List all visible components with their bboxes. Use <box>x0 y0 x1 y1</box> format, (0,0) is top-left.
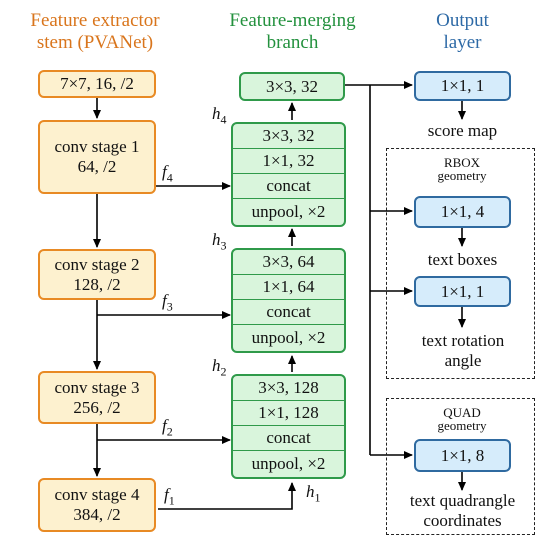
label-f1: f1 <box>164 485 175 508</box>
arrow-f1 <box>158 482 296 510</box>
merge-top-box: 3×3, 32 <box>239 72 345 101</box>
stem-stage4-box: conv stage 4 384, /2 <box>38 478 156 532</box>
merge-h4-concat: concat <box>233 174 344 199</box>
output-quad-box: 1×1, 8 <box>414 439 511 472</box>
stem-stage3-box: conv stage 3 256, /2 <box>38 371 156 424</box>
merge-h4-conv3: 3×3, 32 <box>233 124 344 149</box>
rbox-group <box>386 148 535 379</box>
merge-stage-h4: 3×3, 32 1×1, 32 concat unpool, ×2 <box>231 122 346 227</box>
merge-h2-concat: concat <box>233 426 344 451</box>
label-h1: h1 <box>306 482 321 505</box>
title-feature-extractor: Feature extractor stem (PVANet) <box>30 10 160 53</box>
stem-stage1-box: conv stage 1 64, /2 <box>38 120 156 194</box>
merge-h3-conv1: 1×1, 64 <box>233 275 344 300</box>
title-output-layer: Output layer <box>436 10 489 53</box>
merge-h4-conv1: 1×1, 32 <box>233 149 344 174</box>
label-h4: h4 <box>212 104 227 127</box>
merge-h3-concat: concat <box>233 300 344 325</box>
text-boxes-label: text boxes <box>427 250 498 269</box>
output-score-box: 1×1, 1 <box>414 71 511 101</box>
stem-input-box: 7×7, 16, /2 <box>38 70 156 98</box>
merge-h2-conv1: 1×1, 128 <box>233 401 344 426</box>
merge-stage-h2: 3×3, 128 1×1, 128 concat unpool, ×2 <box>231 374 346 479</box>
label-h3: h3 <box>212 230 227 253</box>
rbox-geometry-title: RBOX geometry <box>437 155 487 183</box>
merge-h2-conv3: 3×3, 128 <box>233 376 344 401</box>
merge-h4-unpool: unpool, ×2 <box>251 201 326 221</box>
label-h2: h2 <box>212 356 227 379</box>
stem-stage2-box: conv stage 2 128, /2 <box>38 249 156 300</box>
label-f2: f2 <box>162 416 173 439</box>
output-angle-box: 1×1, 1 <box>414 276 511 307</box>
merge-h3-unpool: unpool, ×2 <box>251 327 326 347</box>
score-map-label: score map <box>427 121 498 140</box>
title-feature-merging: Feature-merging branch <box>229 10 356 53</box>
quad-geometry-title: QUAD geometry <box>437 405 487 433</box>
label-f4: f4 <box>162 162 173 185</box>
label-f3: f3 <box>162 291 173 314</box>
merge-h3-conv3: 3×3, 64 <box>233 250 344 275</box>
text-quadrangle-label: text quadrangle coordinates <box>409 491 516 530</box>
merge-stage-h3: 3×3, 64 1×1, 64 concat unpool, ×2 <box>231 248 346 353</box>
merge-h2-unpool: unpool, ×2 <box>251 453 326 473</box>
output-boxes-box: 1×1, 4 <box>414 196 511 228</box>
quad-group <box>386 398 535 535</box>
text-rotation-angle-label: text rotation angle <box>421 331 505 370</box>
